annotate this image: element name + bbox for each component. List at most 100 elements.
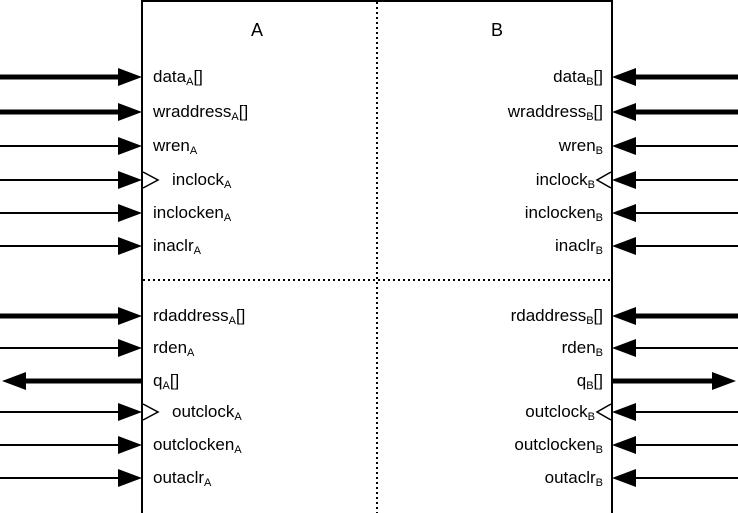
arrow-outclock-b-head — [612, 403, 636, 421]
port-label-outaclr-a: outaclrA — [153, 468, 212, 489]
port-name: outaclr — [153, 468, 205, 487]
arrow-rdaddress-a-head — [118, 307, 142, 325]
port-label-rdaddress-b: rdaddressB[] — [510, 306, 603, 327]
port-subscript: B — [587, 179, 595, 191]
arrow-outaclr-a-head — [118, 469, 142, 487]
port-bus-suffix: [] — [593, 102, 603, 121]
arrow-q-b-head — [712, 372, 736, 390]
port-name: inaclr — [555, 236, 596, 255]
port-bus-suffix: [] — [193, 67, 203, 86]
port-bus-suffix: [] — [235, 306, 246, 325]
port-subscript: A — [162, 380, 170, 392]
port-subscript: B — [587, 411, 595, 423]
port-name: q — [576, 371, 587, 390]
port-label-rdaddress-a: rdaddressA[] — [153, 306, 246, 327]
port-name: wren — [153, 136, 190, 155]
port-name: inclock — [172, 170, 224, 189]
arrow-wraddress-b-head — [612, 103, 636, 121]
arrow-inaclr-b-head — [612, 237, 636, 255]
clock-symbol-outclock-a — [142, 403, 160, 421]
port-subscript: A — [189, 145, 198, 157]
port-bus-suffix: [] — [593, 306, 603, 325]
port-name: wraddress — [507, 102, 587, 121]
port-label-inaclr-b: inaclrB — [555, 236, 603, 257]
port-bus-suffix: [] — [593, 371, 603, 390]
port-name: inclock — [535, 170, 588, 189]
ram-block — [141, 0, 613, 513]
port-name: q — [153, 371, 163, 390]
arrow-outclocken-b-head — [612, 436, 636, 454]
clock-symbol-outclock-b — [595, 403, 612, 421]
port-label-inclock-b: inclockB — [535, 170, 595, 191]
port-subscript: A — [204, 477, 212, 489]
arrow-data-a-head — [118, 68, 142, 86]
port-subscript: A — [228, 315, 236, 327]
port-label-outclock-b: outclockB — [525, 402, 595, 423]
arrow-outclock-a-head — [118, 403, 142, 421]
port-label-wraddress-b: wraddressB[] — [507, 102, 603, 123]
port-subscript: A — [186, 76, 194, 88]
port-subscript: A — [193, 245, 201, 257]
port-subscript: B — [595, 245, 603, 257]
port-subscript: B — [595, 212, 603, 224]
arrow-wraddress-a-head — [118, 103, 142, 121]
port-name: wren — [558, 136, 596, 155]
port-label-outclocken-b: outclockenB — [514, 435, 603, 456]
clock-symbol-inclock-b — [595, 171, 612, 189]
port-name: outclocken — [514, 435, 596, 454]
port-label-inclock-a: inclockA — [172, 170, 232, 191]
port-name: rdaddress — [153, 306, 229, 325]
port-name: outclocken — [153, 435, 235, 454]
arrow-wren-b-head — [612, 137, 636, 155]
port-label-data-a: dataA[] — [153, 67, 203, 88]
port-name: outclock — [525, 402, 588, 421]
port-label-outclocken-a: outclockenA — [153, 435, 242, 456]
port-label-wraddress-a: wraddressA[] — [153, 102, 249, 123]
port-name: outaclr — [544, 468, 596, 487]
arrow-rden-b-head — [612, 339, 636, 357]
arrow-inclock-a-head — [118, 171, 142, 189]
port-name: data — [553, 67, 587, 86]
arrow-rdaddress-b-head — [612, 307, 636, 325]
port-subscript: B — [586, 111, 594, 123]
arrow-inclock-b-head — [612, 171, 636, 189]
port-subscript: A — [223, 212, 232, 224]
port-bus-suffix: [] — [169, 371, 180, 390]
port-name: rdaddress — [510, 306, 587, 325]
arrow-q-a-head — [2, 372, 26, 390]
port-subscript: A — [234, 444, 242, 456]
port-subscript: A — [187, 347, 195, 359]
column-title-b: B — [490, 20, 503, 40]
port-name: rden — [561, 338, 596, 357]
port-subscript: B — [586, 315, 594, 327]
port-label-inclocken-a: inclockenA — [153, 203, 232, 224]
column-title-a: A — [250, 20, 263, 40]
port-subscript: A — [234, 411, 242, 423]
port-label-q-a: qA[] — [153, 371, 180, 392]
port-name: rden — [153, 338, 188, 357]
arrow-rden-a-head — [118, 339, 142, 357]
port-name: wraddress — [153, 102, 232, 121]
port-label-inclocken-b: inclockenB — [525, 203, 603, 224]
port-label-outaclr-b: outaclrB — [544, 468, 603, 489]
port-bus-suffix: [] — [238, 102, 249, 121]
port-subscript: B — [595, 477, 603, 489]
port-label-rden-b: rdenB — [561, 338, 603, 359]
arrow-inclocken-a-head — [118, 204, 142, 222]
port-subscript: B — [595, 145, 603, 157]
port-subscript: B — [595, 444, 603, 456]
arrow-data-b-head — [612, 68, 636, 86]
port-arrows — [0, 68, 738, 487]
arrow-outclocken-a-head — [118, 436, 142, 454]
port-subscript: B — [586, 380, 594, 392]
port-label-q-b: qB[] — [576, 371, 603, 392]
port-label-outclock-a: outclockA — [172, 402, 242, 423]
port-label-inaclr-a: inaclrA — [153, 236, 201, 257]
port-label-wren-b: wrenB — [558, 136, 603, 157]
port-name: outclock — [172, 402, 235, 421]
port-subscript: A — [223, 179, 232, 191]
port-subscript: B — [586, 76, 594, 88]
port-label-rden-a: rdenA — [153, 338, 195, 359]
arrow-outaclr-b-head — [612, 469, 636, 487]
